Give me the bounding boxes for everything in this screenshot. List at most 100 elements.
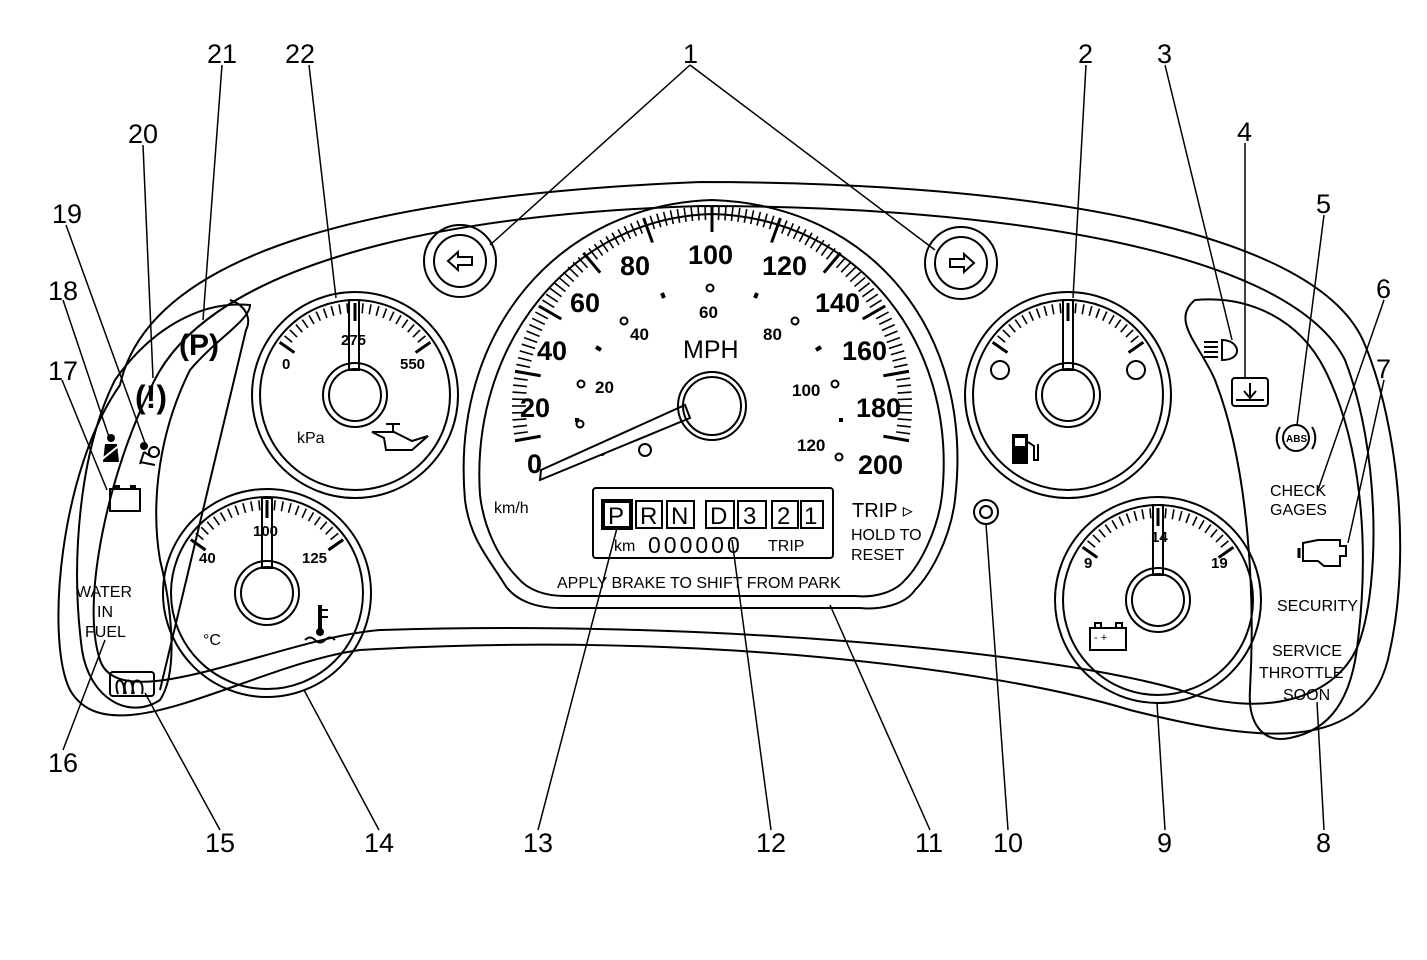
speedometer-needle [538,403,692,482]
temp-gauge-tick [273,500,276,511]
abs-icon: ABS [1275,424,1317,452]
speedometer-tick [523,336,538,344]
speedometer-tick [588,247,599,260]
temp-gauge-ticks [189,500,345,552]
volt-gauge-tick [1215,534,1224,543]
callout-6: 6 [1376,274,1391,304]
temp-gauge-tick [330,532,339,541]
coolant-temp-icon [304,605,336,644]
speedometer-tick [531,317,546,326]
speedometer-tick [514,434,541,443]
volt-gauge-tick [1217,546,1235,559]
speedometer-tick [845,266,857,278]
mph-label-120: 120 [762,251,807,281]
oil-gauge-tick [308,314,315,325]
speedometer-tick [690,207,694,222]
coolant-temp-gauge: 40 100 125 °C [162,488,372,698]
speedometer-tick [875,311,889,320]
kmh-label-80: 80 [763,325,782,344]
odometer-digits: 000000 [648,532,743,558]
fuel-gauge [964,291,1172,499]
speedometer-tick [697,206,700,221]
oil-gauge-tick [368,304,372,315]
speedometer-tick [513,384,528,388]
speedometer-tick [553,282,566,293]
battery-signs: - + [1094,632,1107,644]
speedometer-tick [897,391,912,394]
oil-max: 550 [400,356,425,373]
fuel-gauge-tick [1074,303,1077,314]
speedometer-tick [780,220,788,234]
speedometer-tick [749,210,755,225]
mph-label-60: 60 [570,288,600,318]
volt-gauge-tick [1164,508,1167,519]
fuel-gauge-tick [1002,329,1011,338]
fuel-gauge-tick [1014,319,1022,329]
speedometer-tick [649,215,656,230]
temp-gauge-tick [213,516,221,526]
callout-21: 21 [207,39,237,69]
oil-gauge-tick [407,324,415,333]
speedometer-tick [724,206,727,221]
speedometer-tick [878,317,893,326]
speedometer-tick [517,356,532,362]
gear-3: 3 [743,503,756,530]
volt-gauge-tick [1171,509,1175,520]
seatbelt-icon [100,434,122,462]
oil-gauge-tick [388,311,395,322]
fuel-gauge-tick [1081,304,1085,315]
oil-gauge-tick [417,335,426,343]
speedometer-tick [513,377,528,381]
park-brake-icon: (P) [179,329,219,362]
fuel-door-icon [1231,377,1269,407]
mph-unit: MPH [683,336,739,364]
right-indicators: ABS CHECK GAGES SECURITY SERVICE THROTTL… [1204,338,1358,704]
volt-gauge-tick [1185,513,1191,524]
mph-label-0: 0 [527,449,542,479]
temp-gauge-tick [307,512,315,522]
speedometer-tick [756,211,762,226]
kmh-ticks [575,292,843,422]
speedometer-tick [642,217,654,244]
gear-1: 1 [804,503,817,530]
temp-min: 40 [199,550,216,567]
temp-gauge-tick [242,502,247,514]
oil-gauge-tick [414,341,432,354]
check-engine-icon [1297,539,1347,567]
left-arrow-icon [446,249,473,273]
callout-8: 8 [1316,828,1331,858]
mph-label-140: 140 [815,288,860,318]
oil-gauge-tick [315,311,322,322]
mph-label-20: 20 [520,393,550,423]
speedometer-tick [886,336,901,344]
speedometer-tick [516,363,531,369]
fuel-gauge-tick [1008,324,1016,333]
volt-gauge-tick [1149,508,1152,519]
oil-gauge-tick [301,319,309,329]
speedometer-tick [762,213,768,228]
volt-gauge-tick [1118,516,1125,527]
check-gages-line2: GAGES [1270,502,1327,519]
speedometer-tick [519,350,534,356]
temp-gauge-tick [294,505,300,516]
callout-5: 5 [1316,189,1331,219]
volt-gauge-tick [1204,524,1212,534]
kmh-label-20: 20 [595,378,614,397]
callout-17: 17 [48,356,78,386]
volt-gauge-tick [1104,524,1112,534]
turn-signal-right [924,226,998,300]
speedometer-tick [623,225,632,240]
speedometer-tick [683,207,687,222]
oil-gauge-ticks [278,303,432,354]
speedometer-tick [804,232,813,246]
water-in-fuel-line1: WATER [76,584,132,601]
mph-label-100: 100 [688,240,733,270]
battery-warning-icon [109,485,141,512]
oil-gauge-tick [338,304,342,315]
airbag-icon [139,442,160,466]
security-label: SECURITY [1277,598,1358,615]
speedometer-tick [629,222,638,237]
fuel-gauge-tick [1095,308,1101,319]
fuel-gauge-tick [1108,314,1115,325]
temp-gauge-tick [327,538,345,552]
